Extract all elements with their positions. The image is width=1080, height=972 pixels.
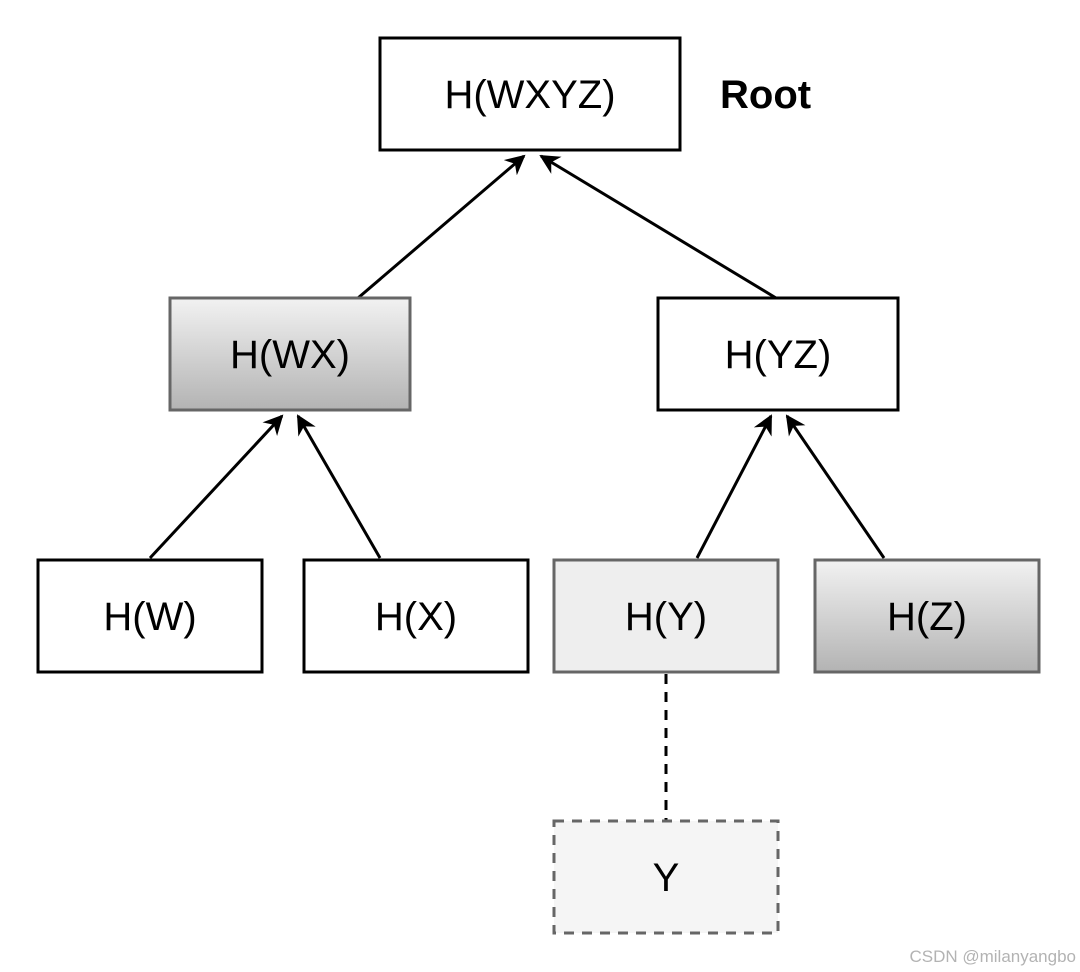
node-y-label: H(Y): [625, 595, 707, 639]
node-z-label: H(Z): [887, 595, 967, 639]
node-yz-label: H(YZ): [725, 333, 832, 377]
node-wx-label: H(WX): [230, 333, 350, 377]
edge-wx-to-root: [357, 154, 526, 300]
node-leaf-y-label: Y: [653, 856, 680, 900]
node-yz: H(YZ): [656, 296, 900, 412]
root-caption: Root: [720, 73, 811, 117]
node-root: H(WXYZ): [378, 36, 682, 152]
node-leaf-y: Y: [552, 819, 780, 935]
node-x-label: H(X): [375, 595, 457, 639]
node-w-label: H(W): [103, 595, 196, 639]
node-x: H(X): [302, 558, 530, 674]
node-y: H(Y): [552, 558, 780, 674]
node-root-label: H(WXYZ): [444, 73, 615, 117]
edge-y-to-yz: [695, 414, 773, 559]
edge-x-to-wx: [296, 414, 382, 559]
edge-w-to-wx: [148, 414, 284, 560]
watermark-text: CSDN @milanyangbo: [909, 947, 1076, 966]
node-w: H(W): [36, 558, 264, 674]
node-wx: H(WX): [168, 296, 412, 412]
tree-edges: [148, 154, 886, 820]
edge-yz-to-root: [539, 154, 777, 300]
node-z: H(Z): [813, 558, 1041, 674]
edge-z-to-yz: [785, 414, 886, 559]
